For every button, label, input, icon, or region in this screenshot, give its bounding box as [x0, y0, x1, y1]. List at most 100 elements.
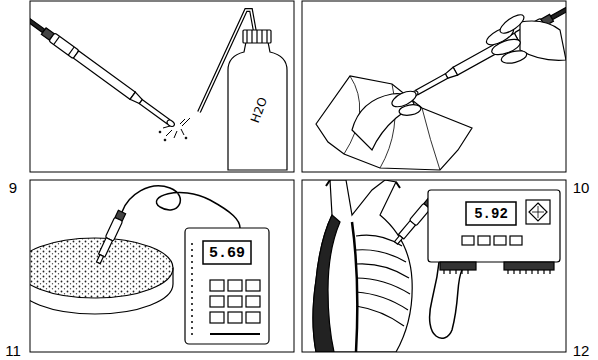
meter-dots-part [191, 309, 193, 311]
wash-bottle [199, 10, 287, 170]
wall-meter-part [532, 206, 544, 218]
water-spray-part [166, 130, 172, 136]
benchtop-meter-part [185, 228, 269, 344]
wall-meter-part [444, 270, 550, 274]
meter-dots-part [191, 327, 193, 329]
keypad-part [210, 296, 224, 307]
benchtop-meter-part [210, 333, 260, 335]
ph-electrode-part [416, 74, 448, 95]
panel-number: 11 [5, 343, 21, 358]
panel-frames [30, 1, 566, 352]
meter-dots-part [191, 261, 193, 263]
benchtop-meter-part [203, 241, 251, 264]
wall-meter-part [504, 262, 554, 270]
keypad-part [210, 312, 224, 323]
tissue [316, 76, 472, 170]
meter-dots-part [191, 297, 193, 299]
wall-meter-part [478, 236, 490, 245]
rinse-scene [30, 10, 287, 170]
ph-electrode-part [99, 238, 113, 257]
right-hand-part [497, 11, 526, 36]
meter-reading: 5.92 [474, 207, 508, 221]
ph-electrode [30, 12, 177, 130]
carcass-part [313, 180, 412, 352]
right-hand [484, 11, 566, 65]
keypad-part [246, 296, 260, 307]
wall-meter-part [494, 236, 506, 245]
water-spray-part [159, 131, 161, 133]
left-hand [352, 88, 422, 150]
dish-sample [30, 238, 173, 298]
panel-frames-part [302, 180, 566, 352]
meter-dots-part [191, 255, 193, 257]
meter-dots-part [191, 321, 193, 323]
wall-meter-part [526, 200, 550, 224]
keypad [210, 280, 260, 323]
meter-dots-part [191, 315, 193, 317]
water-spray-part [174, 131, 177, 138]
ph-electrode-part [49, 33, 79, 59]
left-hand-part [398, 103, 421, 117]
panel-number: 12 [573, 343, 590, 358]
water-spray [159, 118, 190, 141]
meter-dots-part [191, 249, 193, 251]
meter-dots [191, 243, 193, 335]
cable [122, 186, 240, 228]
wash-bottle-part [243, 30, 271, 43]
meter-dots-part [191, 291, 193, 293]
meter-reading: 5.69 [209, 246, 245, 261]
dish-scene [30, 186, 269, 344]
keypad-part [246, 312, 260, 323]
ph-electrode-part [394, 235, 402, 244]
carcass-part [352, 222, 357, 352]
ph-electrode-part [68, 47, 74, 55]
keypad-part [228, 280, 242, 291]
panel-number: 9 [9, 180, 17, 195]
right-hand-part [500, 49, 528, 66]
keypad-part [246, 280, 260, 291]
wall-meter-part [466, 202, 516, 225]
meter-dots-part [191, 333, 193, 335]
wash-bottle-part [246, 30, 247, 43]
meter-dots-part [191, 303, 193, 305]
keypad-part [228, 312, 242, 323]
wall-meter-part [462, 236, 474, 245]
water-spray-part [164, 139, 166, 141]
wall-meter-part [428, 190, 560, 262]
ph-electrode-part [105, 217, 122, 241]
keypad-part [210, 280, 224, 291]
ph-electrode [94, 210, 126, 265]
panel-frames-part [302, 1, 566, 172]
wash-bottle-part [266, 30, 267, 43]
carcass-part [356, 235, 410, 326]
wash-bottle-part [228, 42, 287, 170]
meter-dots-part [191, 273, 193, 275]
meter-dots-part [191, 285, 193, 287]
wall-meter-part [440, 262, 476, 270]
carcass-part [313, 215, 340, 352]
ph-electrode-part [73, 51, 135, 99]
wash-bottle-part [251, 30, 252, 43]
keypad-part [228, 296, 242, 307]
water-spray-part [182, 118, 190, 126]
tissue-scene [316, 1, 566, 170]
ph-electrode [408, 1, 566, 100]
carcass [313, 180, 412, 352]
ph-electrode-part [97, 255, 104, 264]
ph-electrode-part [551, 3, 566, 19]
water-spray-part [181, 129, 184, 135]
carcass-part [326, 180, 400, 188]
ph-electrode-part [30, 14, 45, 33]
meter-dots-part [191, 243, 193, 245]
panel-frames-part [30, 1, 294, 172]
wall-meter [428, 190, 560, 274]
meter-dots-part [191, 267, 193, 269]
benchtop-meter [185, 228, 269, 344]
water-spray-part [185, 137, 187, 139]
meter-dots-part [191, 279, 193, 281]
ph-electrode-part [54, 36, 60, 44]
wash-bottle-part [261, 30, 262, 43]
wall-meter-part [529, 203, 547, 221]
